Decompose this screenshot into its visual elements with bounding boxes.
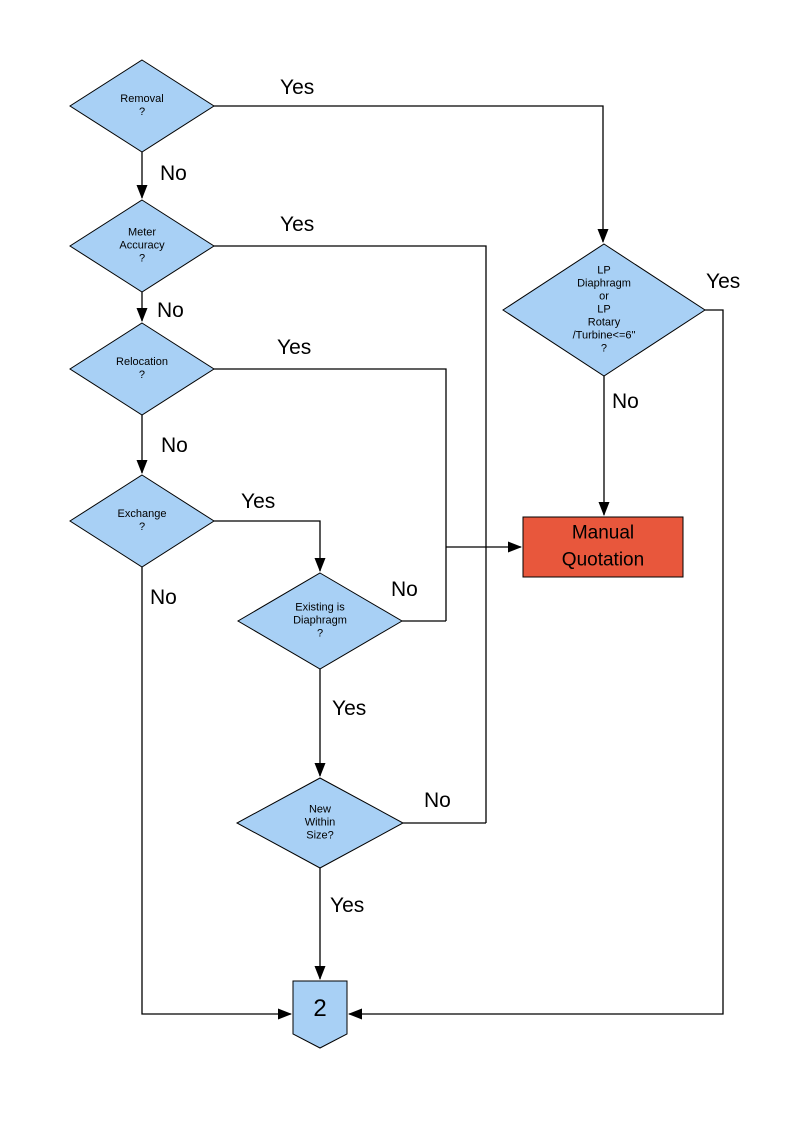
edge-label-new-within-size-yes: Yes bbox=[330, 894, 365, 917]
edge-label-removal-no: No bbox=[160, 162, 187, 185]
edge-label-removal-yes: Yes bbox=[280, 76, 315, 99]
node-meter-accuracy-shape bbox=[69, 199, 215, 293]
node-manual-quotation-shape bbox=[522, 516, 684, 578]
edge-label-relocation-yes: Yes bbox=[277, 336, 312, 359]
edge-label-lp-yes: Yes bbox=[706, 270, 741, 293]
node-removal-shape bbox=[69, 59, 215, 153]
edge-label-existing-diaphragm-no: No bbox=[391, 578, 418, 601]
node-relocation-label: Relocation ? bbox=[116, 356, 168, 381]
node-offpage-connector-shape bbox=[292, 980, 348, 1049]
node-lp-meter-label: LP Diaphragm or LP Rotary /Turbine<=6" ? bbox=[572, 264, 636, 355]
edge-relocation-yes bbox=[214, 368, 447, 621]
edge-label-existing-diaphragm-yes: Yes bbox=[332, 697, 367, 720]
edge-exchange-no bbox=[141, 567, 292, 1020]
node-manual-quotation-label: Manual Quotation bbox=[561, 522, 645, 570]
node-existing-diaphragm-shape bbox=[237, 572, 403, 670]
edge-label-relocation-no: No bbox=[161, 434, 188, 457]
edge-removal-yes bbox=[214, 105, 609, 243]
node-exchange-shape bbox=[69, 474, 215, 568]
node-new-within-size-shape bbox=[235, 777, 405, 869]
edge-label-meter-accuracy-yes: Yes bbox=[280, 213, 315, 236]
edge-lp-yes bbox=[348, 309, 724, 1020]
edge-label-lp-no: No bbox=[612, 390, 639, 413]
edge-label-meter-accuracy-no: No bbox=[157, 299, 184, 322]
node-removal-label: Removal ? bbox=[120, 93, 164, 118]
edge-label-exchange-yes: Yes bbox=[241, 490, 276, 513]
node-exchange-label: Exchange ? bbox=[117, 508, 167, 533]
node-meter-accuracy-label: Meter Accuracy ? bbox=[119, 226, 165, 265]
edge-label-exchange-no: No bbox=[150, 586, 177, 609]
node-lp-meter-shape bbox=[502, 243, 706, 377]
node-relocation-shape bbox=[69, 322, 215, 416]
node-existing-diaphragm-label: Existing is Diaphragm ? bbox=[293, 601, 347, 640]
edge-meter-accuracy-yes bbox=[214, 245, 487, 823]
node-new-within-size-label: New Within Size? bbox=[304, 803, 336, 842]
node-offpage-connector-label: 2 bbox=[313, 994, 327, 1022]
edge-label-new-within-size-no: No bbox=[424, 789, 451, 812]
edge-exchange-yes bbox=[214, 520, 326, 572]
